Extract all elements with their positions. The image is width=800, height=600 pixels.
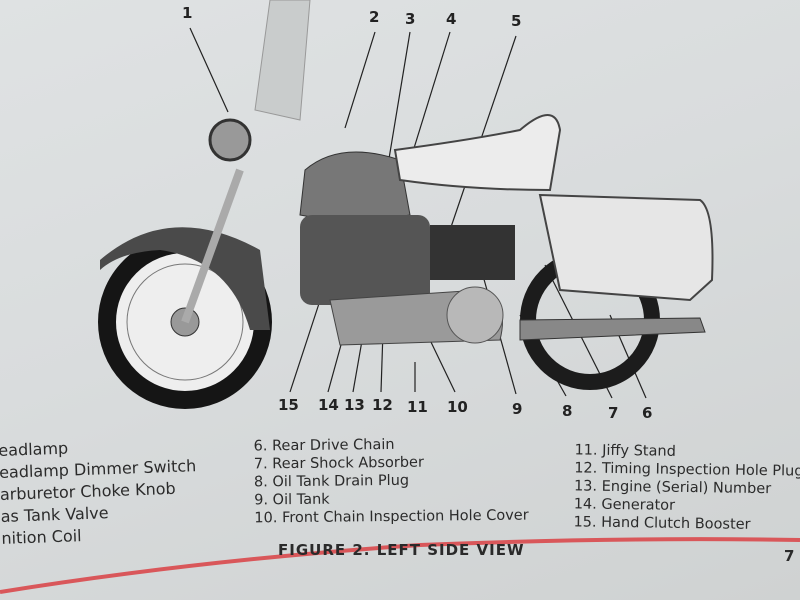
callout-4: 4 xyxy=(446,10,457,28)
callout-12: 12 xyxy=(372,396,393,414)
legend-column-3: 11. Jiffy Stand 12. Timing Inspection Ho… xyxy=(573,441,800,534)
legend-item: 15. Hand Clutch Booster xyxy=(573,514,751,533)
figure-caption: FIGURE 2. LEFT SIDE VIEW xyxy=(278,541,525,559)
page-number: 7 xyxy=(784,547,795,565)
engine xyxy=(300,215,430,305)
callout-7: 7 xyxy=(608,404,619,422)
oil-tank xyxy=(430,225,515,280)
callout-10: 10 xyxy=(447,398,468,416)
saddlebag xyxy=(538,193,714,302)
legend-column-1: eadlamp eadlamp Dimmer Switch arburetor … xyxy=(0,433,199,550)
headlamp xyxy=(208,118,252,162)
callout-6: 6 xyxy=(642,404,653,422)
legend-item: 10. Front Chain Inspection Hole Cover xyxy=(254,507,529,527)
red-rule xyxy=(0,537,800,594)
front-fender xyxy=(100,227,270,330)
seat xyxy=(393,114,562,192)
callout-14: 14 xyxy=(318,396,339,414)
callout-5: 5 xyxy=(511,12,522,30)
callout-11: 11 xyxy=(407,398,428,416)
exhaust xyxy=(519,317,706,341)
callout-15: 15 xyxy=(278,396,299,414)
legend-column-2: 6. Rear Drive Chain 7. Rear Shock Absorb… xyxy=(254,435,529,528)
callout-9: 9 xyxy=(512,400,523,418)
gas-tank xyxy=(299,151,411,221)
windshield xyxy=(254,0,311,121)
callout-3: 3 xyxy=(405,10,416,28)
callout-2: 2 xyxy=(369,8,380,26)
callout-13: 13 xyxy=(344,396,365,414)
callout-8: 8 xyxy=(562,402,573,420)
callout-1: 1 xyxy=(182,4,193,22)
